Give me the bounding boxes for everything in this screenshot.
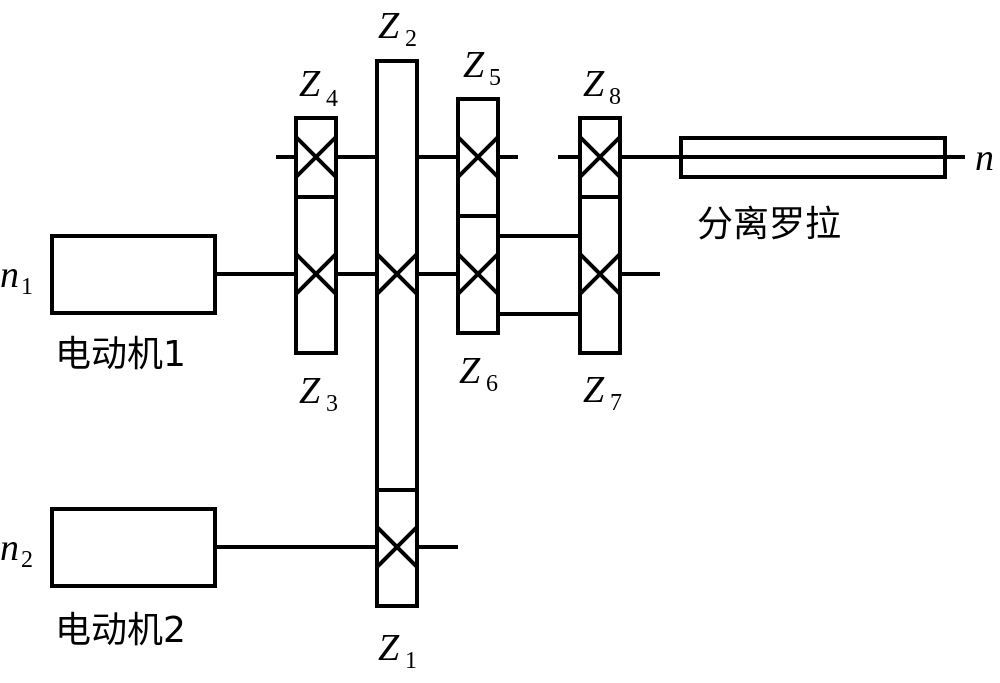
gear-x-mark [294, 252, 338, 296]
roller-label: 分离罗拉 [697, 204, 841, 245]
gear-label-z8: Z [583, 63, 605, 105]
gear-z7-z8-body [578, 116, 622, 355]
motor-1: n 1 电动机1 [0, 234, 217, 375]
motor-1-body [50, 234, 217, 315]
gear-label-z1-subscript: 1 [405, 648, 417, 674]
gear-pair-z3-z4 [294, 116, 338, 355]
gear-x-mark [375, 525, 419, 569]
motor-2-body [50, 507, 217, 588]
gear-labels: Z 2 Z 4 Z 5 Z 8 Z 3 Z 6 Z 7 Z 1 [299, 5, 622, 674]
gear-pair-z5-z6 [456, 97, 500, 335]
gear-x-mark [578, 135, 622, 179]
gear-label-z4: Z [299, 63, 321, 105]
gear-label-z3-subscript: 3 [326, 391, 338, 417]
gear-x-mark [456, 252, 500, 296]
gear-x-mark [456, 135, 500, 179]
gear-label-z2: Z [378, 5, 400, 47]
gear-label-z1: Z [378, 627, 400, 669]
separating-roller: 分离罗拉 n [679, 136, 994, 245]
gear-label-z7: Z [583, 369, 605, 411]
motor-2-speed-subscript: 2 [21, 547, 33, 573]
gear-label-z5-subscript: 5 [489, 65, 501, 91]
gear-pair-z7-z8 [578, 116, 622, 355]
gear-label-z7-subscript: 7 [610, 390, 622, 416]
gear-z1-z2-body [375, 59, 419, 608]
gear-label-z4-subscript: 4 [326, 86, 338, 112]
gear-x-mark [294, 135, 338, 179]
gear-x-mark [578, 252, 622, 296]
gear-label-z6-subscript: 6 [486, 371, 498, 397]
motor-1-speed-symbol: n [0, 254, 19, 296]
gear-label-z3: Z [299, 370, 321, 412]
motor-2: n 2 电动机2 [0, 507, 217, 651]
gear-label-z6: Z [459, 350, 481, 392]
motor-2-speed-symbol: n [0, 527, 19, 569]
gear-label-z2-subscript: 2 [405, 26, 417, 52]
gear-x-mark [375, 252, 419, 296]
motor-2-label: 电动机2 [55, 610, 186, 651]
output-speed-symbol: n [975, 137, 994, 179]
motor-1-speed-subscript: 1 [21, 274, 33, 300]
gear-label-z8-subscript: 8 [609, 84, 621, 110]
gear-z3-z4-body [294, 116, 338, 355]
gear-pair-z1-z2 [375, 59, 419, 608]
gear-label-z5: Z [463, 44, 485, 86]
motor-1-label: 电动机1 [55, 334, 186, 375]
